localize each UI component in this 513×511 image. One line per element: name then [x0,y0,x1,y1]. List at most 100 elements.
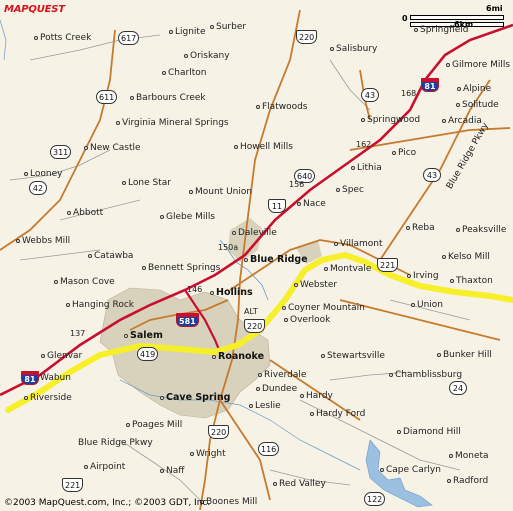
place-label[interactable]: Webbs Mill [22,236,71,246]
route-shield: 611 [96,90,118,104]
place-label[interactable]: Coyner Mountain [288,303,365,313]
place-marker [88,254,92,258]
place-label[interactable]: Abbott [73,208,104,218]
route-shield: 581 [176,313,199,327]
place-marker [456,228,460,232]
place-label[interactable]: Lignite [175,27,206,37]
place-label[interactable]: Webster [300,280,338,290]
place-label[interactable]: Spec [342,185,364,195]
place-label[interactable]: Pico [398,148,417,158]
place-label[interactable]: Glenvar [47,351,83,361]
route-highlight [5,252,513,413]
place-marker [273,482,277,486]
place-label[interactable]: Springwood [367,115,421,125]
place-marker [24,172,28,176]
place-label[interactable]: Howell Mills [240,142,293,152]
place-label[interactable]: Union [417,300,444,310]
place-label[interactable]: Looney [30,169,63,179]
place-marker [392,151,396,155]
urban-area [99,287,271,419]
place-marker [189,190,193,194]
place-label[interactable]: Reba [412,223,435,233]
place-label[interactable]: Boones Mill [206,497,258,507]
place-label[interactable]: Montvale [330,264,372,274]
place-marker [397,430,401,434]
scale-km-label: 6km [454,20,474,29]
place-label[interactable]: Oriskany [190,51,230,61]
place-label[interactable]: Bennett Springs [148,263,221,273]
route-shield: 419 [137,347,159,361]
place-label[interactable]: Arcadia [448,116,482,126]
place-marker [407,274,411,278]
scale-zero-label: 0 [402,14,408,23]
place-label[interactable]: Radford [453,476,489,486]
place-label[interactable]: Naff [166,466,185,476]
place-label[interactable]: Poages Mill [132,420,183,430]
place-label[interactable]: Salisbury [336,44,378,54]
place-label[interactable]: Thaxton [456,276,493,286]
place-label[interactable]: Wabun [40,373,71,383]
place-label[interactable]: Hollins [216,287,253,298]
place-label[interactable]: Mason Cove [60,277,115,287]
place-label[interactable]: Daleville [238,228,277,238]
place-label[interactable]: Airpoint [90,462,126,472]
place-label[interactable]: Gilmore Mills [452,60,511,70]
scale-miles-bar [410,15,504,20]
place-label[interactable]: Mount Union [195,187,253,197]
place-marker [330,47,334,51]
place-label[interactable]: Alpine [463,84,492,94]
place-label[interactable]: Catawba [94,251,134,261]
place-label[interactable]: Cape Carlyn [386,465,441,475]
place-label[interactable]: Potts Creek [40,33,92,43]
place-label[interactable]: Nace [303,199,326,209]
place-label[interactable]: Hardy Ford [316,409,366,419]
place-label[interactable]: Riverside [30,393,72,403]
place-label[interactable]: Wright [196,449,226,459]
place-label[interactable]: Riverdale [264,370,307,380]
route-shield: 221 [62,478,84,492]
place-label[interactable]: Diamond Hill [403,427,461,437]
place-label[interactable]: Surber [216,22,247,32]
place-label[interactable]: New Castle [90,143,141,153]
place-marker [160,215,164,219]
mapquest-logo[interactable]: MAPQUEST [4,4,65,15]
place-label[interactable]: Glebe Mills [166,212,216,222]
route-shield: 150a [218,243,239,252]
place-label[interactable]: Irving [413,271,439,281]
place-label[interactable]: Roanoke [218,351,265,362]
place-label[interactable]: Dundee [262,384,298,394]
place-label[interactable]: Hanging Rock [72,300,134,310]
place-label[interactable]: Kelso Mill [448,252,490,262]
place-marker [297,202,301,206]
place-label[interactable]: Flatwoods [262,102,308,112]
place-label[interactable]: Bunker Hill [443,350,492,360]
place-label[interactable]: Lithia [357,163,382,173]
place-label[interactable]: Lone Star [128,178,171,188]
place-label[interactable]: Solitude [462,100,499,110]
place-label[interactable]: Overlook [290,315,331,325]
place-label[interactable]: Hardy [306,391,333,401]
place-marker [389,373,393,377]
place-marker [351,166,355,170]
place-label[interactable]: Salem [130,330,163,341]
place-label[interactable]: Moneta [455,451,489,461]
place-label[interactable]: Stewartsville [327,351,385,361]
place-label[interactable]: Peaksville [462,225,507,235]
place-marker [162,71,166,75]
place-label[interactable]: Blue Ridge [250,254,308,265]
place-label[interactable]: Charlton [168,68,207,78]
place-label[interactable]: Leslie [255,401,281,411]
place-label[interactable]: Red Valley [279,479,326,489]
place-marker [449,454,453,458]
place-marker [160,396,164,400]
place-label[interactable]: Villamont [340,239,383,249]
place-label[interactable]: Cave Spring [166,392,231,403]
route-shield: 81 [21,371,39,385]
place-label[interactable]: Barbours Creek [136,93,206,103]
place-marker [142,266,146,270]
place-label[interactable]: Springfield [420,25,469,35]
place-marker [24,396,28,400]
place-label[interactable]: Chamblissburg [395,370,463,380]
place-label[interactable]: Virginia Mineral Springs [122,118,229,128]
